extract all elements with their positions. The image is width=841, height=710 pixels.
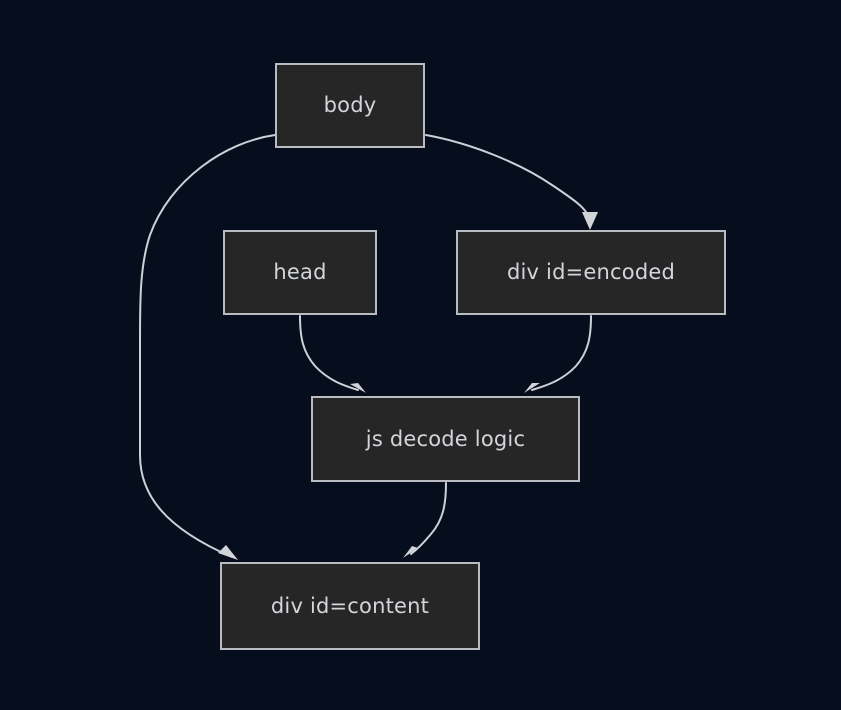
edge-head-to-js: [299, 315, 366, 393]
node-js-decode-logic-label: js decode logic: [365, 426, 526, 451]
node-div-content-label: div id=content: [270, 593, 430, 618]
node-head-label: head: [273, 260, 327, 284]
node-head[interactable]: head: [223, 230, 377, 315]
arrowhead-js-to-content: [403, 546, 418, 558]
node-div-encoded[interactable]: div id=encoded: [456, 230, 726, 315]
edge-js-to-content: [403, 482, 447, 558]
node-div-content[interactable]: div id=content: [220, 562, 480, 650]
arrowhead-body-to-content: [218, 545, 238, 560]
node-body[interactable]: body: [275, 63, 425, 148]
node-div-encoded-label: div id=encoded: [506, 260, 676, 284]
arrowhead-head-to-js: [350, 383, 366, 393]
edge-encoded-to-js: [524, 315, 592, 393]
edge-body-to-content: [139, 134, 276, 560]
node-body-label: body: [323, 93, 377, 117]
arrowhead-encoded-to-js: [524, 383, 540, 393]
node-js-decode-logic[interactable]: js decode logic: [311, 396, 580, 482]
arrowhead-body-to-encoded: [582, 212, 598, 230]
edge-body-to-encoded: [425, 134, 598, 230]
